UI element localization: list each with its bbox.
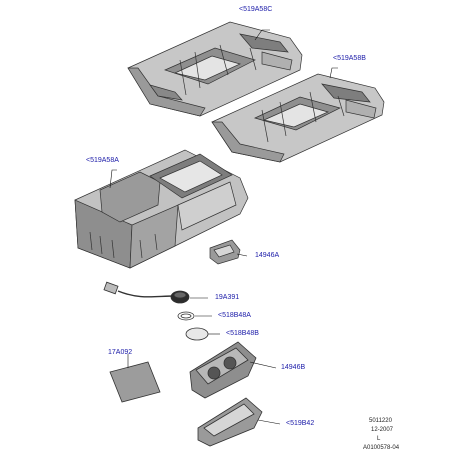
lamp-housing-14946B xyxy=(189,341,257,399)
reference-mark: L xyxy=(377,436,381,442)
callout-519B42: <519B42 xyxy=(286,420,315,427)
callout-14946B: 14946B xyxy=(281,364,306,371)
reference-number: 5011220 xyxy=(369,418,392,424)
callout-518B48B: <518B48B xyxy=(226,330,259,337)
console-housing-middle xyxy=(211,73,385,163)
switch-14946A xyxy=(209,239,241,265)
callout-17A092: 17A092 xyxy=(108,349,133,356)
lens-518B48B xyxy=(185,327,209,341)
wire-harness-19A391 xyxy=(103,281,190,304)
callout-519A58A: <519A58A xyxy=(86,157,119,164)
callout-519A58C: <519A58C xyxy=(239,6,273,13)
callout-19A391: 19A391 xyxy=(215,294,240,301)
console-housing-lower xyxy=(74,149,249,269)
ring-518B48A xyxy=(177,311,195,321)
leader-lines xyxy=(109,29,338,425)
console-housing-upper xyxy=(127,21,303,117)
pad-17A092 xyxy=(109,361,161,403)
callout-519A58B: <519A58B xyxy=(333,55,366,62)
callout-518B48A: <518B48A xyxy=(218,312,251,319)
lens-cover-519B42 xyxy=(197,397,263,447)
callout-14946A: 14946A xyxy=(255,252,280,259)
reference-code: A0100578-04 xyxy=(363,445,400,451)
reference-date: 12-2007 xyxy=(371,427,394,433)
